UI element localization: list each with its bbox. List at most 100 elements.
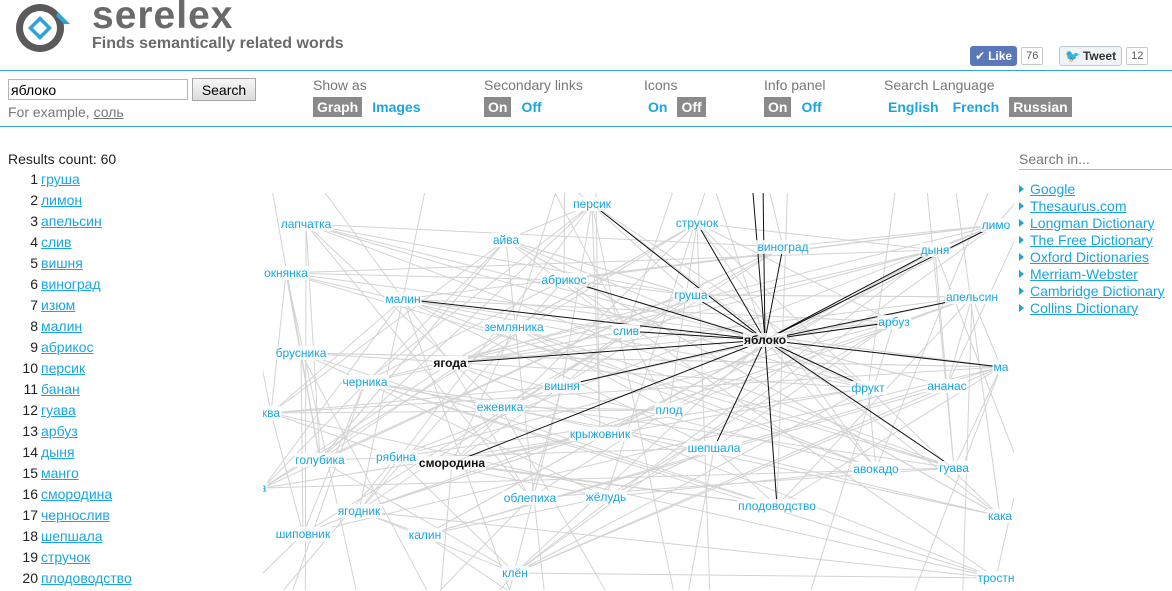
result-link[interactable]: арбуз <box>41 423 78 439</box>
secondary-links-option-off[interactable]: Off <box>521 99 542 115</box>
graph-node-label[interactable]: гуава <box>939 461 969 475</box>
graph-node-label[interactable]: калин <box>409 528 442 542</box>
result-link[interactable]: малин <box>41 318 83 334</box>
graph-canvas: лапчатка персик стручок айва виноград дыня лим… <box>263 193 1014 590</box>
result-link[interactable]: виноград <box>41 276 101 292</box>
graph-node-label[interactable]: смородина <box>419 456 485 470</box>
graph-node-label[interactable]: шепшала <box>688 441 741 455</box>
graph-node-label[interactable]: персик <box>573 197 612 211</box>
graph-node-label[interactable]: плодоводство <box>738 499 816 513</box>
graph-node-label[interactable]: лимо <box>982 218 1011 232</box>
graph-node-label[interactable]: голубика <box>295 453 345 467</box>
result-link[interactable]: плодоводство <box>41 570 132 586</box>
search-language-option-french[interactable]: French <box>952 99 1000 115</box>
external-link[interactable]: Collins Dictionary <box>1030 299 1139 316</box>
serelex-logo-icon[interactable] <box>8 2 84 54</box>
graph-node-label[interactable]: ягодник <box>338 504 381 518</box>
graph-node-label[interactable]: лапчатка <box>281 217 332 231</box>
graph-node-label[interactable]: рябина <box>376 450 416 464</box>
result-link[interactable]: лимон <box>41 192 83 208</box>
graph-node-label[interactable]: груша <box>674 288 708 302</box>
triangle-bullet-icon <box>1019 235 1024 244</box>
show-as-option-graph[interactable]: Graph <box>313 97 363 117</box>
result-link[interactable]: банан <box>41 381 80 397</box>
result-link[interactable]: персик <box>41 360 86 376</box>
graph-edge <box>499 406 670 411</box>
example-link[interactable]: соль <box>93 104 124 120</box>
result-link[interactable]: изюм <box>41 297 76 313</box>
graph-node-label[interactable]: облепиха <box>504 491 557 505</box>
search-language-option-english[interactable]: English <box>888 99 939 115</box>
graph-node-label[interactable]: абрикос <box>542 273 587 287</box>
show-as-option-images[interactable]: Images <box>372 99 421 115</box>
result-link[interactable]: шепшала <box>41 528 103 544</box>
graph-node-label[interactable]: апельсин <box>946 290 998 304</box>
graph-edge-primary <box>451 339 766 464</box>
result-link[interactable]: манго <box>41 465 79 481</box>
graph-node-label[interactable]: вишня <box>544 379 580 393</box>
logo-text[interactable]: serelex <box>92 0 234 37</box>
graph-node-label[interactable]: яблоко <box>744 333 786 347</box>
external-link[interactable]: Longman Dictionary <box>1030 214 1155 231</box>
result-link[interactable]: груша <box>41 171 80 187</box>
external-link[interactable]: Merriam-Webster <box>1030 265 1138 282</box>
external-link[interactable]: The Free Dictionary <box>1030 231 1153 248</box>
graph-node-label[interactable]: слив <box>613 324 639 338</box>
info-panel-option-off[interactable]: Off <box>801 99 822 115</box>
external-link[interactable]: Thesaurus.com <box>1030 197 1127 214</box>
graph-edge <box>424 496 607 536</box>
graph-node-label[interactable]: ма <box>994 360 1009 374</box>
graph-node-label[interactable]: шиповник <box>276 527 331 541</box>
graph-edge <box>358 279 565 512</box>
result-link[interactable]: дыня <box>41 444 75 460</box>
graph-node-label[interactable]: брусника <box>276 346 327 360</box>
graph-node-label[interactable]: какa <box>988 509 1012 523</box>
graph-node-label[interactable]: стручок <box>676 216 719 230</box>
graph-node-label[interactable]: дыня <box>921 243 950 257</box>
graph-node-label[interactable]: крыжовник <box>570 427 631 441</box>
result-link[interactable]: смородина <box>41 486 113 502</box>
graph-node-label[interactable]: а <box>263 481 267 495</box>
info-panel-group: On Off <box>764 97 826 117</box>
graph-node-label[interactable]: арбуз <box>878 315 910 329</box>
graph-node-label[interactable]: ананас <box>927 379 966 393</box>
result-link[interactable]: слив <box>41 234 72 250</box>
graph-node-label[interactable]: ежевика <box>477 400 524 414</box>
external-link[interactable]: Google <box>1030 180 1076 197</box>
graph-node-label[interactable]: черника <box>342 375 387 389</box>
graph-node-label[interactable]: фрукт <box>851 381 885 395</box>
graph-node-label[interactable]: плод <box>655 403 682 417</box>
result-link[interactable]: чернослив <box>41 507 110 523</box>
graph-node-label[interactable]: земляника <box>484 320 544 334</box>
graph-node-label[interactable]: тростн <box>978 571 1014 585</box>
graph-edge <box>696 222 936 251</box>
secondary-links-option-on[interactable]: On <box>484 97 512 117</box>
graph-node-label[interactable]: айва <box>493 233 520 247</box>
icons-option-off[interactable]: Off <box>677 97 706 117</box>
result-link[interactable]: апельсин <box>41 213 102 229</box>
graph-node-label[interactable]: жёлудь <box>586 490 627 504</box>
graph-node-label[interactable]: окнянка <box>264 266 308 280</box>
icons-option-on[interactable]: On <box>648 99 668 115</box>
graph-edge <box>514 224 997 574</box>
graph-node-label[interactable]: ква <box>263 406 280 420</box>
result-link[interactable]: абрикос <box>41 339 94 355</box>
result-link[interactable]: вишня <box>41 255 83 271</box>
result-number: 5 <box>30 255 38 271</box>
search-input[interactable] <box>8 79 188 100</box>
graph-node-label[interactable]: ягода <box>433 356 467 370</box>
tweet-button[interactable]: 🐦 Tweet <box>1059 46 1123 66</box>
graph-node-label[interactable]: клён <box>502 566 528 580</box>
word-graph[interactable]: лапчатка персик стручок айва виноград дыня лим… <box>263 193 1014 590</box>
graph-node-label[interactable]: малин <box>385 292 420 306</box>
search-language-option-russian[interactable]: Russian <box>1009 97 1072 117</box>
facebook-like-button[interactable]: ✔ Like <box>970 46 1018 66</box>
graph-node-label[interactable]: авокадо <box>853 462 899 476</box>
result-link[interactable]: гуава <box>41 402 76 418</box>
external-link[interactable]: Cambridge Dictionary <box>1030 282 1165 299</box>
graph-node-label[interactable]: виноград <box>757 240 808 254</box>
info-panel-option-on[interactable]: On <box>764 97 792 117</box>
search-button[interactable]: Search <box>192 78 256 101</box>
external-link[interactable]: Oxford Dictionaries <box>1030 248 1150 265</box>
result-link[interactable]: стручок <box>41 549 91 565</box>
